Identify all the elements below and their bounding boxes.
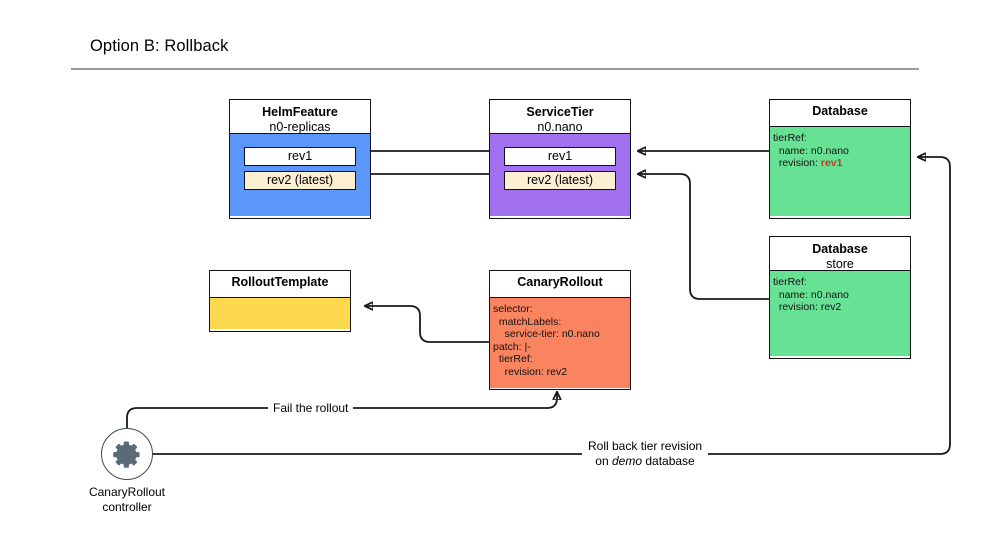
node-rollouttemplate-body: [210, 298, 350, 329]
node-database-demo-header: Database: [770, 100, 910, 127]
revision-chip-rev2-latest[interactable]: rev2 (latest): [504, 171, 616, 190]
node-rollouttemplate-kind: RolloutTemplate: [231, 275, 329, 289]
revision-chip-rev1[interactable]: rev1: [244, 147, 356, 166]
node-database-demo[interactable]: Database tierRef: name: n0.nano revision…: [769, 99, 911, 219]
node-database-store[interactable]: Database store tierRef: name: n0.nano re…: [769, 236, 911, 359]
edge-canaryrollout-to-rollouttemplate: [365, 306, 489, 343]
node-servicetier[interactable]: ServiceTier n0.nano rev1 rev2 (latest): [489, 99, 631, 219]
node-database-store-name: store: [826, 257, 854, 271]
node-database-store-header: Database store: [770, 237, 910, 271]
node-helmfeature-header: HelmFeature n0-replicas: [230, 100, 370, 134]
controller-label: CanaryRollout controller: [62, 485, 192, 514]
node-servicetier-kind: ServiceTier: [526, 105, 594, 119]
node-servicetier-name: n0.nano: [537, 120, 583, 134]
node-rollouttemplate[interactable]: RolloutTemplate: [209, 270, 351, 332]
edge-database-store-to-servicetier-rev2: [638, 174, 769, 300]
canaryrollout-controller[interactable]: [101, 428, 153, 480]
node-canaryrollout-kind: CanaryRollout: [517, 275, 603, 289]
node-helmfeature-kind: HelmFeature: [262, 105, 338, 119]
edge-label-fail-the-rollout: Fail the rollout: [268, 401, 354, 416]
edge-controller-roll-back-tier-revision: [153, 157, 951, 455]
edge-label-roll-back-line2-pre: on: [595, 453, 612, 468]
edge-label-fail-the-rollout-text: Fail the rollout: [273, 401, 349, 415]
node-helmfeature-body: rev1 rev2 (latest): [230, 134, 370, 216]
node-servicetier-header: ServiceTier n0.nano: [490, 100, 630, 134]
controller-label-line1: CanaryRollout: [88, 485, 166, 499]
node-database-store-kind: Database: [812, 242, 868, 256]
controller-label-line2: controller: [102, 499, 152, 514]
edge-label-roll-back: Roll back tier revision on demo database: [582, 439, 709, 468]
gear-icon: [113, 441, 140, 468]
revision-chip-rev2-latest[interactable]: rev2 (latest): [244, 171, 356, 190]
edge-label-roll-back-line2-post: database: [642, 453, 695, 468]
page-title: Option B: Rollback: [90, 37, 229, 55]
node-servicetier-body: rev1 rev2 (latest): [490, 134, 630, 216]
node-database-store-spec: tierRef: name: n0.nano revision: rev2: [770, 271, 910, 356]
node-rollouttemplate-header: RolloutTemplate: [210, 271, 350, 298]
edge-label-roll-back-line2-em: demo: [611, 453, 643, 468]
database-demo-revision-value: rev1: [820, 157, 843, 170]
node-canaryrollout-spec: selector: matchLabels: service-tier: n0.…: [490, 298, 630, 388]
edge-label-roll-back-line1: Roll back tier revision: [588, 439, 703, 453]
title-divider: [71, 68, 919, 70]
controller-circle: [101, 428, 153, 480]
revision-chip-rev1[interactable]: rev1: [504, 147, 616, 166]
node-helmfeature-name: n0-replicas: [269, 120, 331, 134]
node-database-demo-kind: Database: [812, 104, 868, 118]
node-database-demo-spec: tierRef: name: n0.nano revision: rev1: [770, 127, 910, 216]
node-canaryrollout-header: CanaryRollout: [490, 271, 630, 298]
node-helmfeature[interactable]: HelmFeature n0-replicas rev1 rev2 (lates…: [229, 99, 371, 219]
node-canaryrollout[interactable]: CanaryRollout selector: matchLabels: ser…: [489, 270, 631, 390]
